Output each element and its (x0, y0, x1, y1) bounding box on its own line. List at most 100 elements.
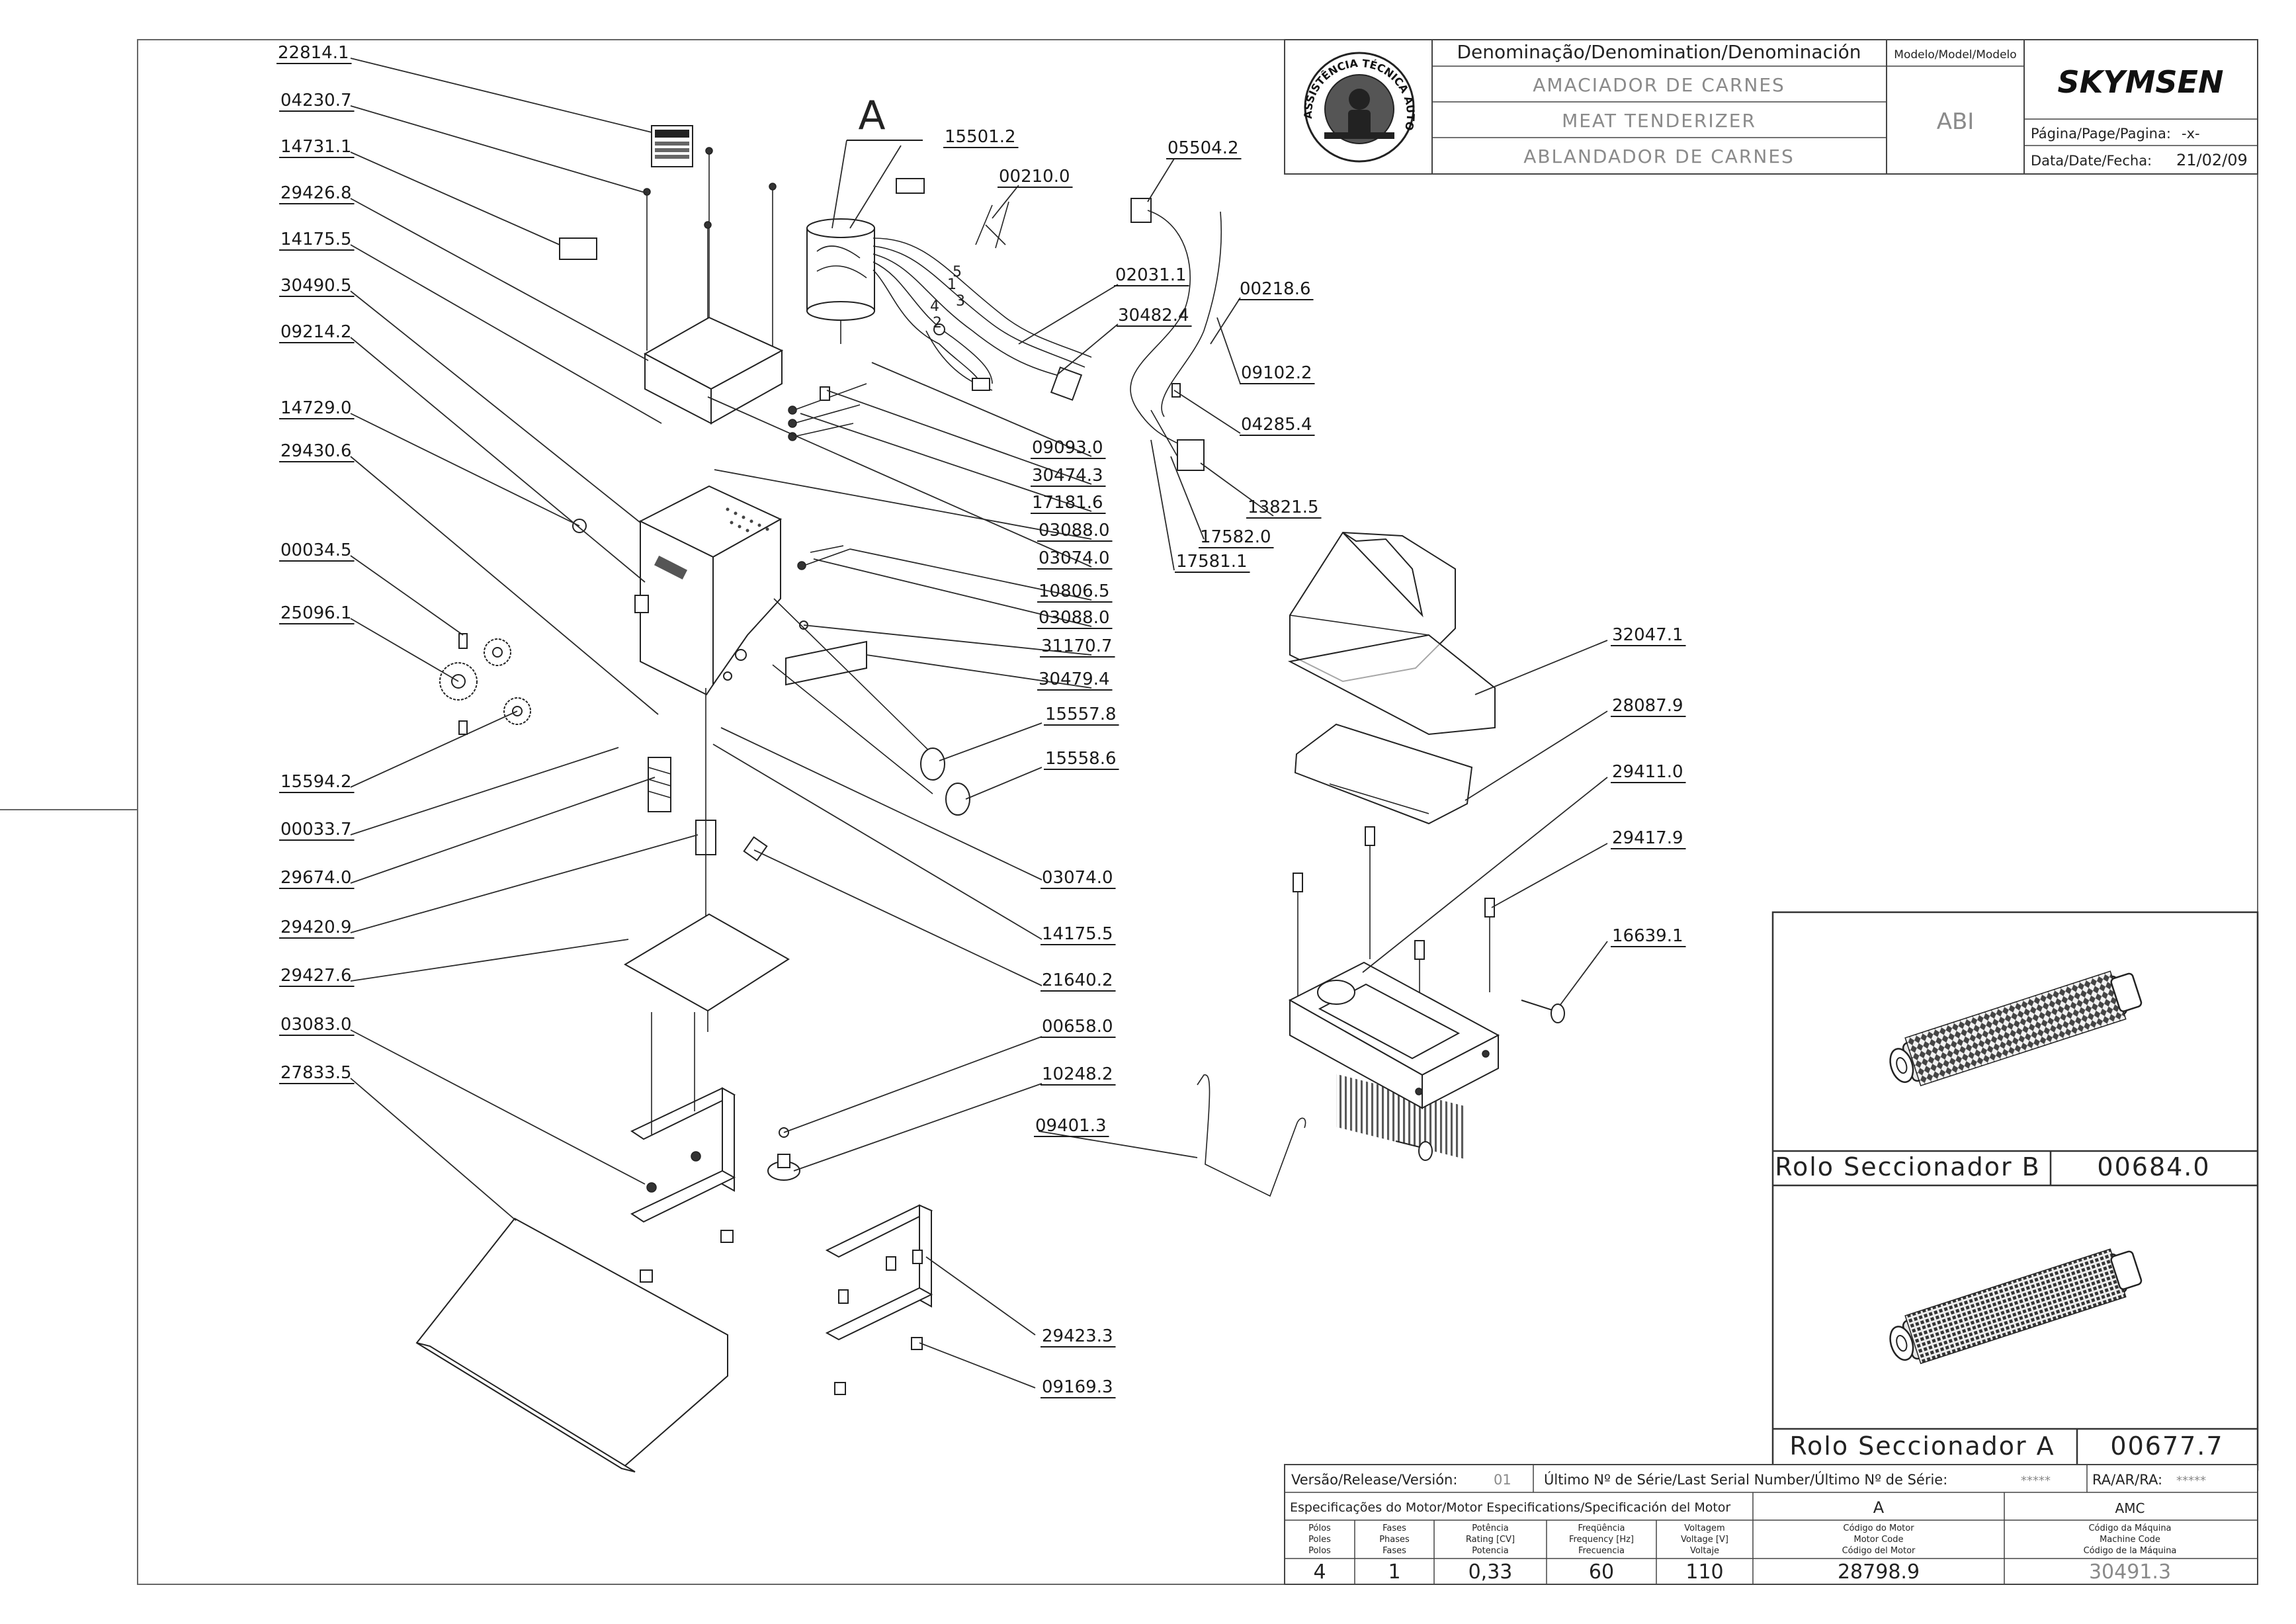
part-callout: 15558.6 (1044, 749, 1119, 770)
poles-value: 4 (1313, 1560, 1326, 1584)
part-number-label: 17582.0 (1200, 527, 1271, 547)
voltage-header-pt: Voltagem (1684, 1523, 1724, 1533)
part-number-label: 31170.7 (1041, 636, 1113, 656)
voltage-value: 110 (1685, 1560, 1723, 1584)
part-callout: 29420.9 (279, 918, 355, 939)
part-number-label: 13821.5 (1248, 497, 1319, 517)
part-number-label: 30474.3 (1032, 466, 1103, 486)
part-number-label: 05504.2 (1168, 138, 1239, 158)
part-number-label: 29420.9 (280, 918, 352, 937)
part-number-label: 30482.4 (1118, 306, 1189, 325)
part-number-label: 14175.5 (280, 230, 352, 249)
part-callout: 14729.0 (279, 398, 355, 419)
part-callout: 14731.1 (279, 137, 355, 158)
machine-column-heading: AMC (2115, 1500, 2145, 1516)
wire-number: 3 (956, 293, 965, 310)
parts-geometry (415, 125, 1565, 1473)
svg-text:ASSISTÊNCIA TÉCNICA AUTORIZADA: ASSISTÊNCIA TÉCNICA AUTORIZADA (0, 0, 1417, 132)
part-number-callouts: 22814.104230.714731.129426.814175.530490… (276, 43, 1686, 1398)
part-callout: 15557.8 (1044, 705, 1119, 726)
ra-label: RA/AR/RA: (2092, 1472, 2162, 1488)
ra-value: ***** (2176, 1474, 2206, 1488)
part-number-label: 14729.0 (280, 398, 352, 418)
freq-header-es: Frecuencia (1578, 1546, 1625, 1556)
part-number-label: 29411.0 (1612, 762, 1683, 782)
part-callout: 16639.1 (1611, 926, 1686, 947)
part-number-label: 29426.8 (280, 183, 352, 203)
leader-lines (350, 58, 1608, 1389)
motor-code-header-es: Código del Motor (1842, 1546, 1916, 1556)
page-label: Página/Page/Pagina: (2031, 126, 2171, 142)
product-name-pt: AMACIADOR DE CARNES (1533, 74, 1785, 96)
left-bracket-part (630, 1012, 736, 1283)
part-number-label: 00034.5 (280, 540, 352, 560)
cutter-frame-part (1288, 961, 1500, 1109)
serial-value: ***** (2021, 1474, 2051, 1488)
pusher-part (1287, 531, 1496, 736)
label-plate-15501 (896, 178, 925, 194)
part-number-label: 03074.0 (1039, 548, 1110, 568)
part-number-label: 15558.6 (1045, 749, 1117, 769)
authorized-service-seal: ASSISTÊNCIA TÉCNICA AUTORIZADA (0, 0, 1417, 163)
wire-numbers: 5 1 4 3 2 (930, 264, 965, 331)
motor-spec-table: Versão/Release/Versión: 01 Último Nº de … (1284, 1464, 2258, 1585)
part-callout: 17181.6 (1031, 493, 1106, 514)
part-number-label: 00033.7 (280, 820, 352, 839)
bolt-16639-part (1521, 1000, 1565, 1023)
part-callout: 14175.5 (279, 230, 355, 251)
part-number-label: 22814.1 (278, 43, 349, 63)
part-callout: 17582.0 (1199, 527, 1274, 548)
part-number-label: 03074.0 (1042, 868, 1113, 888)
power-header-en: Rating [CV] (1466, 1535, 1515, 1545)
part-number-label: 25096.1 (280, 603, 352, 623)
power-header-pt: Potência (1472, 1523, 1508, 1533)
part-callout: 30479.4 (1037, 669, 1113, 691)
part-callout: 09214.2 (279, 322, 355, 343)
motor-code-value: 28798.9 (1838, 1560, 1920, 1584)
part-number-label: 29417.9 (1612, 828, 1683, 848)
date-label: Data/Date/Fecha: (2031, 153, 2152, 169)
roller-b-label: Rolo Seccionador B (1775, 1152, 2040, 1181)
wire-number: 2 (933, 315, 942, 331)
part-callout: 09093.0 (1031, 438, 1106, 459)
brand-logo: SKYMSEN (2058, 64, 2224, 100)
comb-cutter-part (1294, 723, 1473, 1160)
part-callout: 02031.1 (1114, 265, 1189, 286)
part-number-label: 02031.1 (1115, 265, 1187, 285)
tray-part (415, 1217, 728, 1473)
part-number-label: 16639.1 (1612, 926, 1683, 946)
machine-code-header-es: Código de la Máquina (2084, 1546, 2177, 1556)
roller-a-label: Rolo Seccionador A (1789, 1432, 2055, 1461)
part-callout: 29423.3 (1041, 1326, 1116, 1347)
wire-number: 1 (947, 277, 957, 293)
power-cable-part (1130, 198, 1222, 444)
part-callout: 03074.0 (1041, 868, 1116, 889)
top-cover-part (643, 316, 784, 425)
cutting-roller-b (1889, 970, 2143, 1087)
switch-part (1177, 439, 1205, 471)
part-number-label: 29674.0 (280, 868, 352, 888)
version-value: 01 (1494, 1472, 1511, 1488)
part-number-label: 30490.5 (280, 276, 352, 296)
part-callout: 04285.4 (1240, 415, 1315, 436)
part-callout: 28087.9 (1611, 696, 1686, 717)
poles-header-en: Poles (1308, 1535, 1331, 1545)
product-name-es: ABLANDADOR DE CARNES (1523, 146, 1795, 167)
part-number-label: 00210.0 (999, 167, 1070, 187)
small-label-part (559, 237, 597, 260)
part-number-label: 27833.5 (280, 1063, 352, 1083)
part-callout: 29430.6 (279, 441, 355, 462)
housing-screws (788, 383, 867, 630)
part-number-label: 03083.0 (280, 1015, 352, 1035)
part-number-label: 00658.0 (1042, 1017, 1113, 1037)
voltage-header-es: Voltaje (1690, 1546, 1719, 1556)
part-number-label: 09102.2 (1241, 363, 1312, 383)
page-value: -x- (2182, 126, 2200, 142)
part-callout: 14175.5 (1041, 924, 1116, 945)
part-number-label: 17181.6 (1032, 493, 1103, 513)
power-header-es: Potencia (1472, 1546, 1508, 1556)
part-callout: 31170.7 (1040, 636, 1115, 658)
roller-a-code: 00677.7 (2110, 1432, 2223, 1461)
roller-detail-panel: Rolo Seccionador B 00684.0 Rolo Secciona… (1771, 911, 2259, 1471)
